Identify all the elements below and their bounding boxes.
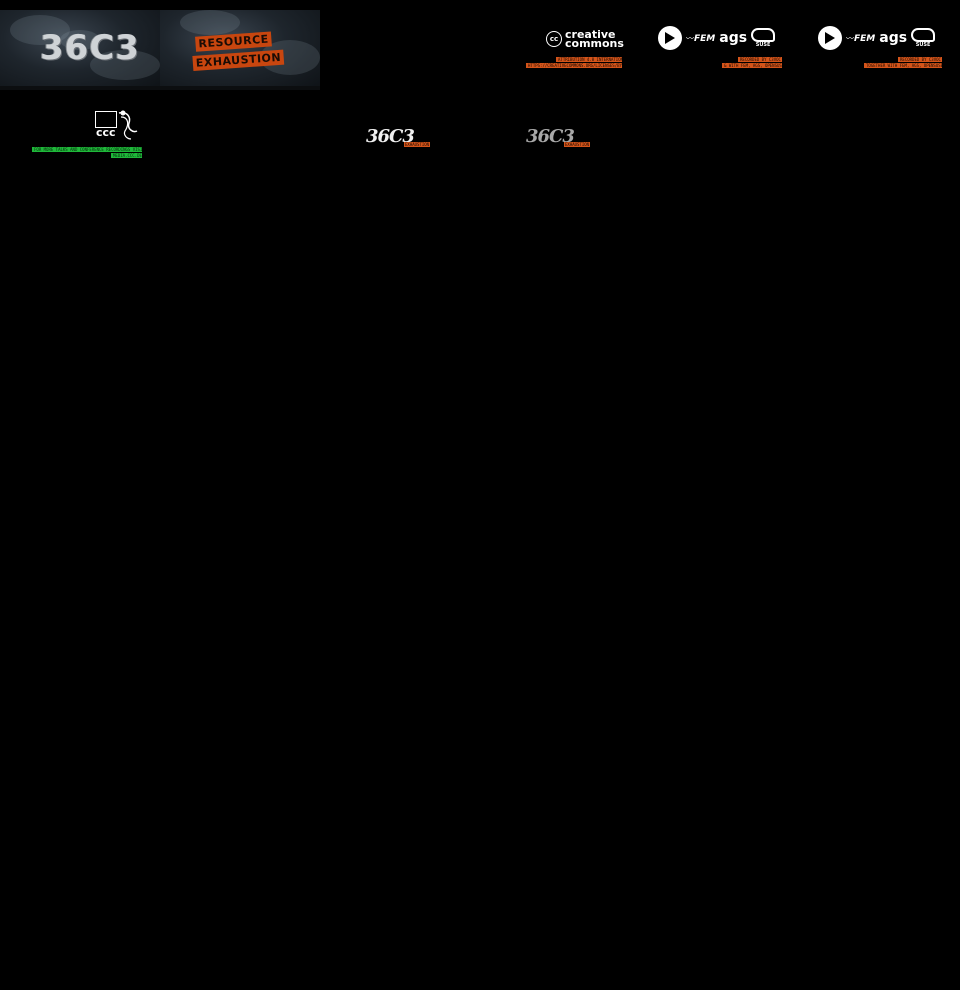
cover-title-tile: RESOURCE EXHAUSTION (160, 10, 320, 90)
ags-logo-icon: ags (879, 30, 908, 46)
sponsors-a-line2: & WITH FEM, AGS, OPENSUSE (722, 63, 782, 68)
script-logo-dim: 36C3 EXHAUSTION (526, 124, 596, 150)
ags-logo-icon: ags (719, 30, 748, 46)
ccc-tentacles-icon (118, 110, 138, 140)
sponsors-a-line1: RECORDED BY C3VOC (738, 57, 782, 62)
script-logo-tag: EXHAUSTION (404, 142, 431, 147)
c3voc-orb-icon (658, 26, 682, 50)
suse-chameleon-icon: SUSE (751, 28, 776, 48)
resource-exhaustion-title: RESOURCE EXHAUSTION (192, 27, 285, 71)
cc-license-strip: ATTRIBUTION 4.0 INTERNATIONAL (556, 57, 622, 62)
script-logo-word: 36C3 (366, 126, 415, 147)
sponsors-b-line2: TOGETHER WITH FEM, AGS, OPENSUSE (864, 63, 942, 68)
title-line-1: RESOURCE (195, 31, 273, 52)
ccc-logo-text: ccc (96, 126, 116, 139)
ccc-logo: ccc (95, 109, 141, 141)
logo-36c3: 36C3 (40, 28, 140, 68)
fem-logo-icon: 〰FEM (686, 33, 716, 44)
cc-word-commons: commons (565, 37, 624, 50)
creative-commons-logo: cc creative commons (546, 28, 624, 50)
ccc-url-strip: MEDIA.CCC.DE (111, 153, 142, 158)
cc-word-creative: creative (565, 28, 616, 41)
ccc-visit-strip: FOR MORE TALKS AND CONFERENCE RECORDINGS… (32, 147, 142, 152)
cover-36c3-tile: 36C3 (0, 10, 160, 90)
fem-logo-icon: 〰FEM (846, 33, 876, 44)
sponsors-a-logos: 〰FEM ags SUSE (658, 26, 776, 50)
suse-chameleon-icon: SUSE (911, 28, 936, 48)
cc-url-strip: HTTPS://CREATIVECOMMONS.ORG/LICENSES/BY/… (526, 63, 622, 68)
script-logo-bright: 36C3 EXHAUSTION (366, 124, 436, 150)
ccc-chaos-knoten-icon (95, 111, 117, 128)
c3voc-orb-icon (818, 26, 842, 50)
script-logo-word: 36C3 (526, 126, 575, 147)
sponsors-b-line1: RECORDED BY C3VOC (898, 57, 942, 62)
cc-logo-icon: cc (546, 31, 562, 47)
sponsors-b-logos: 〰FEM ags SUSE (818, 26, 936, 50)
script-logo-tag: EXHAUSTION (564, 142, 591, 147)
